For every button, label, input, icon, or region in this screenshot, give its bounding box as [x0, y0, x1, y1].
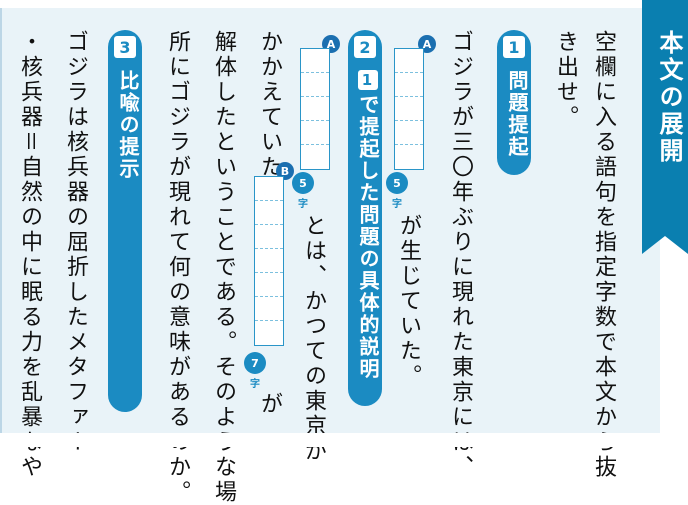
section-pill-2: 2 1 で提起した問題の具体的説明 — [348, 30, 382, 406]
instruction-line-1: 空欄に入る語句を指定字数で本文から抜 — [591, 30, 616, 480]
bottom-band — [0, 433, 688, 447]
char-count-badge-b: 7 — [244, 352, 266, 374]
char-count-unit-a1: 字 — [392, 199, 402, 210]
body-line-6: 所にゴジラが現れて何の意味があるのか。 — [165, 30, 190, 505]
answer-box-b[interactable] — [254, 176, 284, 346]
section-label-3: 比喩の提示 — [116, 70, 140, 180]
answer-box-a1[interactable] — [394, 48, 424, 170]
section-label-2: 1 で提起した問題の具体的説明 — [354, 70, 383, 380]
section-label-2-text: で提起した問題の具体的説明 — [356, 94, 380, 380]
char-count-unit-b: 字 — [250, 379, 260, 390]
instruction-line-2: き出せ。 — [553, 30, 578, 130]
title-tag-notch — [642, 236, 688, 254]
section-pill-3: 3 比喩の提示 — [108, 30, 142, 412]
char-count-badge-a2: 5 — [292, 172, 314, 194]
section-ref-number: 1 — [358, 70, 378, 90]
panel-edge — [0, 8, 2, 433]
section-number-2: 2 — [354, 36, 376, 58]
body-line-7: ゴジラは核兵器の屈折したメタファー — [63, 30, 88, 455]
char-count-unit-a2: 字 — [298, 199, 308, 210]
body-line-8: ・核兵器＝自然の中に眠る力を乱暴なや — [17, 30, 42, 481]
section-title-tag: 本文の展開 — [642, 0, 688, 254]
body-line-3: とは、かつての東京が — [301, 214, 326, 464]
char-count-badge-a1: 5 — [386, 172, 408, 194]
blank-marker-b: B — [276, 162, 294, 180]
body-line-5: 解体したということである。そのような場 — [211, 30, 236, 505]
body-line-2: が生じていた。 — [396, 214, 421, 389]
section-number-3: 3 — [114, 36, 136, 58]
section-pill-1: 1 問題提起 — [497, 30, 531, 175]
section-label-1: 問題提起 — [505, 70, 529, 158]
body-line-4: かかえていた — [257, 30, 282, 180]
body-line-4-end: が — [257, 392, 282, 417]
answer-box-a2[interactable] — [300, 48, 330, 170]
body-line-1: ゴジラが三〇年ぶりに現れた東京には、 — [448, 30, 473, 480]
section-number-1: 1 — [503, 36, 525, 58]
section-title: 本文の展開 — [655, 30, 683, 165]
